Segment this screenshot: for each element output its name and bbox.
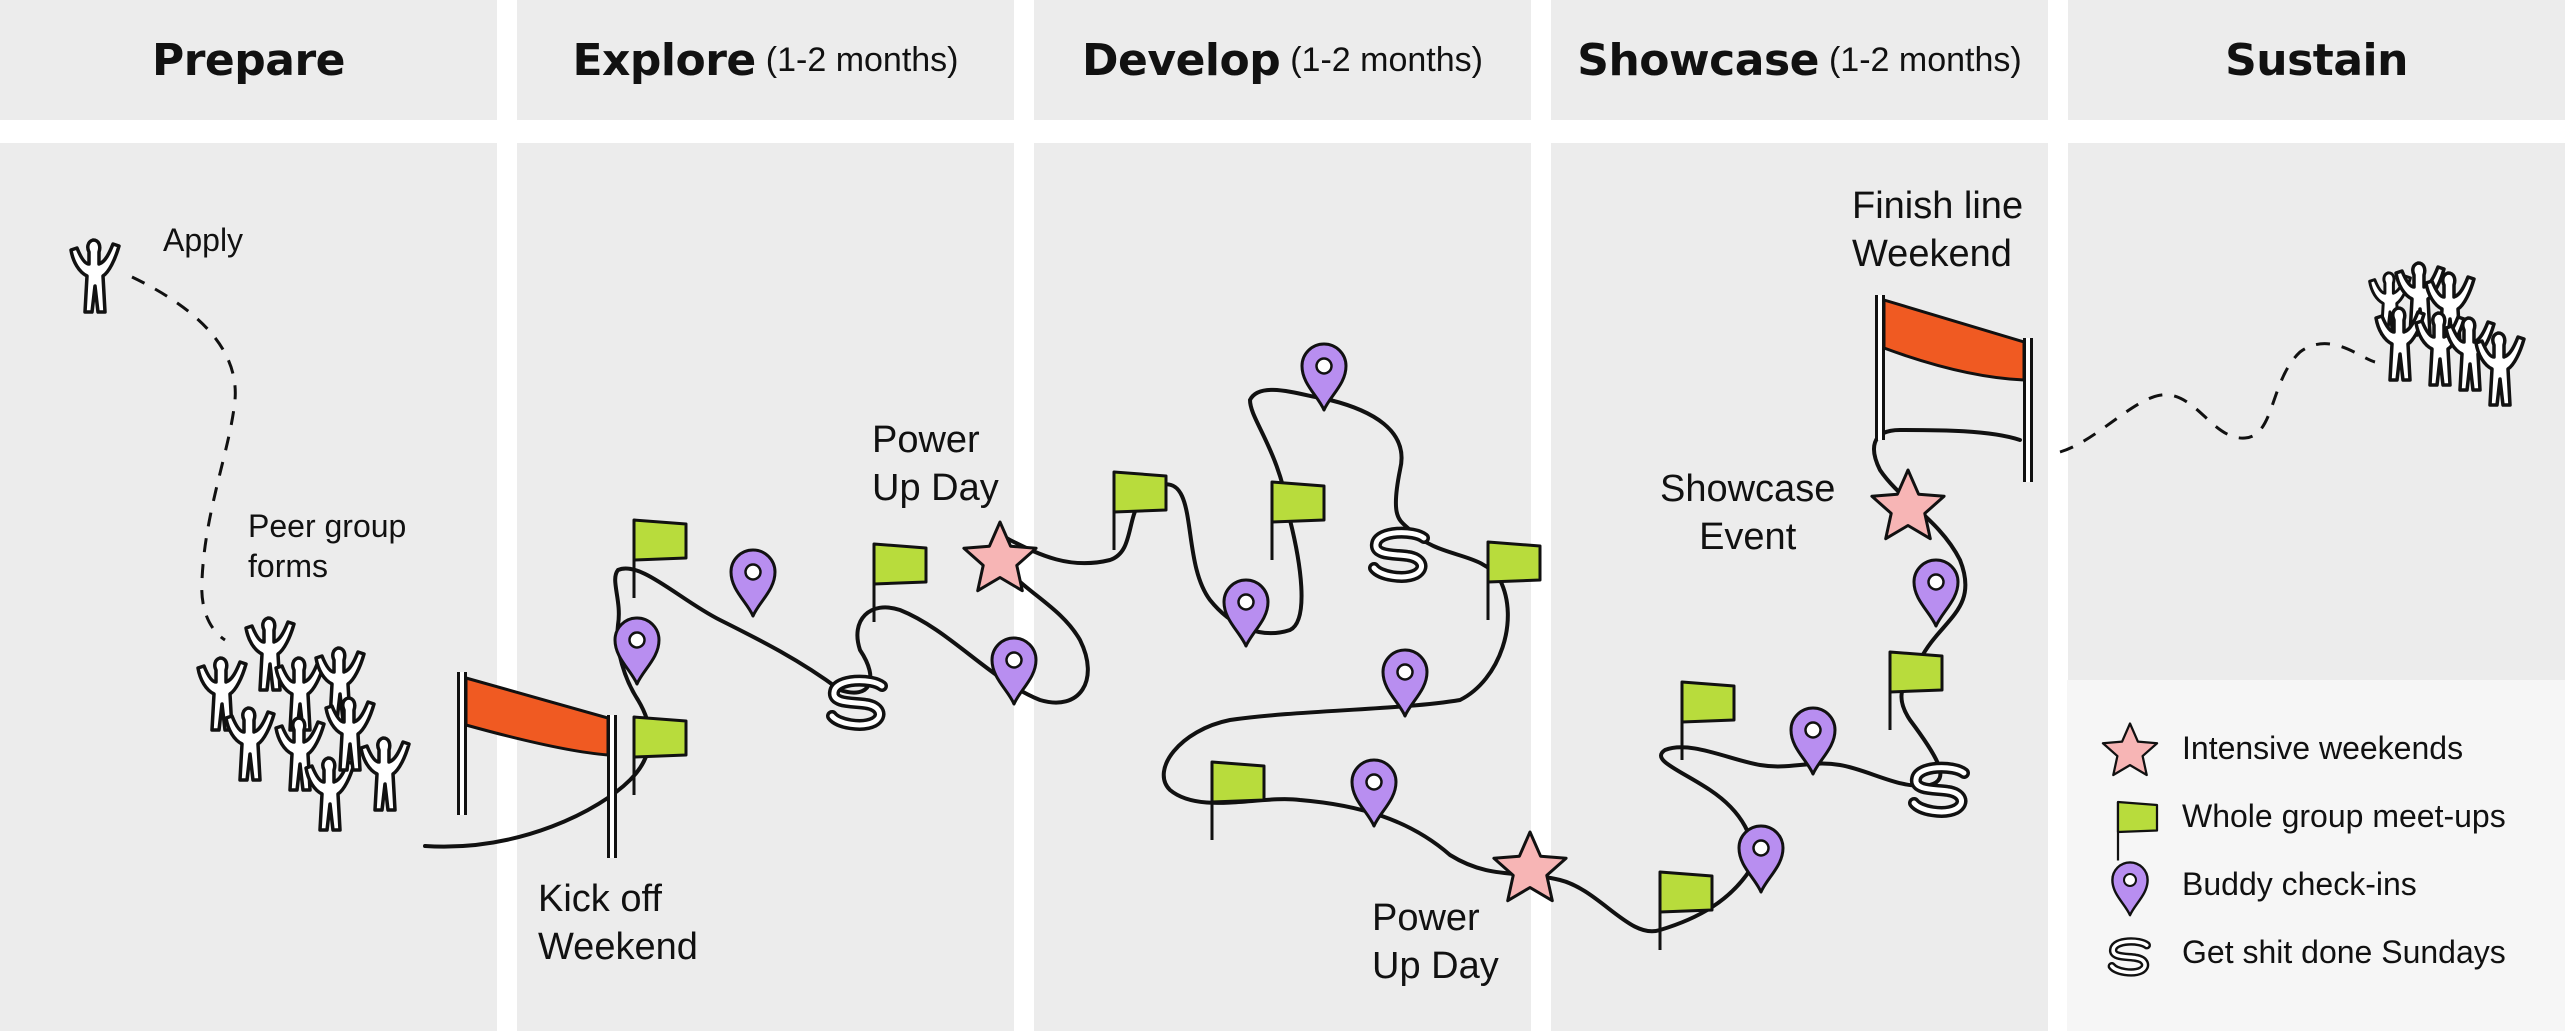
dashed-path-apply — [131, 275, 237, 642]
person-icon — [69, 238, 121, 314]
flag-icon — [1486, 540, 1542, 622]
legend-panel — [2067, 680, 2565, 1031]
kickoff-label: Kick off Weekend — [538, 876, 698, 971]
powerup-label-1: Power Up Day — [872, 417, 999, 512]
column-title: Explore — [572, 34, 756, 86]
flag-icon — [1210, 760, 1266, 842]
legend-item-meetups: Whole group meet-ups — [2156, 798, 2506, 835]
kickoff-line-2: Weekend — [538, 925, 698, 968]
pin-icon — [1300, 342, 1348, 412]
legend-label: Buddy check-ins — [2182, 866, 2417, 902]
powerup-label-2: Power Up Day — [1372, 895, 1499, 990]
column-header-sustain: Sustain — [2068, 0, 2565, 120]
column-title: Develop — [1082, 34, 1281, 86]
powerup1-line-2: Up Day — [872, 466, 999, 509]
powerup2-line-1: Power — [1372, 897, 1480, 939]
column-body-prepare — [0, 143, 497, 1031]
pin-icon — [1737, 824, 1785, 894]
column-header-showcase: Showcase (1-2 months) — [1551, 0, 2048, 120]
flag-icon — [632, 715, 688, 797]
column-header-develop: Develop (1-2 months) — [1034, 0, 1531, 120]
s-icon — [832, 681, 882, 725]
kickoff-line-1: Kick off — [538, 878, 662, 920]
column-title: Prepare — [151, 34, 346, 86]
finish-banner-icon — [1875, 295, 2033, 482]
pin-icon — [613, 616, 661, 686]
finish-line-2: Weekend — [1852, 232, 2012, 275]
legend-item-intensive: Intensive weekends — [2156, 730, 2463, 767]
powerup1-line-1: Power — [872, 419, 980, 461]
showcase-line-1: Showcase — [1660, 468, 1836, 510]
legend-pin-icon — [2111, 861, 2149, 917]
star-icon — [962, 520, 1038, 593]
apply-label: Apply — [163, 222, 244, 258]
column-title: Showcase — [1577, 34, 1819, 86]
flag-icon — [632, 518, 688, 600]
legend-flag-icon — [2116, 800, 2159, 862]
peer-group-label: Peer group forms — [248, 506, 406, 586]
legend-star-icon — [2101, 722, 2159, 777]
star-icon — [1492, 830, 1568, 903]
peer-group-line-1: Peer group — [248, 508, 407, 544]
legend-item-sundays: Get shit done Sundays — [2156, 934, 2506, 971]
flag-icon — [1658, 870, 1714, 952]
sustain-group-icon — [2368, 261, 2526, 407]
journey-line — [423, 387, 2022, 934]
column-body-develop — [1034, 143, 1531, 1031]
pin-icon — [1350, 758, 1398, 828]
column-header-prepare: Prepare — [0, 0, 497, 120]
column-duration: (1-2 months) — [1828, 40, 2022, 79]
pin-icon — [1222, 578, 1270, 648]
peer-group-line-2: forms — [248, 548, 328, 584]
legend-label: Get shit done Sundays — [2182, 934, 2506, 970]
dashed-path-sustain — [2059, 342, 2376, 454]
legend-s-icon — [2112, 941, 2147, 972]
legend-label: Whole group meet-ups — [2182, 798, 2506, 834]
peer-group-icon — [196, 616, 411, 832]
column-duration: (1-2 months) — [765, 40, 959, 79]
legend-label: Intensive weekends — [2182, 730, 2464, 766]
s-icon — [1374, 533, 1424, 577]
column-header-explore: Explore (1-2 months) — [517, 0, 1014, 120]
pin-icon — [729, 548, 777, 618]
flag-icon — [1888, 650, 1944, 732]
column-duration: (1-2 months) — [1290, 40, 1483, 79]
finish-line-label: Finish line Weekend — [1852, 183, 2023, 278]
column-title: Sustain — [2225, 34, 2408, 86]
showcase-event-label: Showcase Event — [1660, 466, 1835, 561]
star-icon — [1870, 468, 1946, 541]
flag-icon — [1112, 470, 1168, 552]
legend-item-checkins: Buddy check-ins — [2156, 866, 2417, 903]
showcase-line-2: Event — [1699, 515, 1797, 558]
kickoff-banner-icon — [457, 672, 617, 858]
powerup2-line-2: Up Day — [1372, 944, 1499, 987]
finish-line-1: Finish line — [1852, 185, 2024, 227]
